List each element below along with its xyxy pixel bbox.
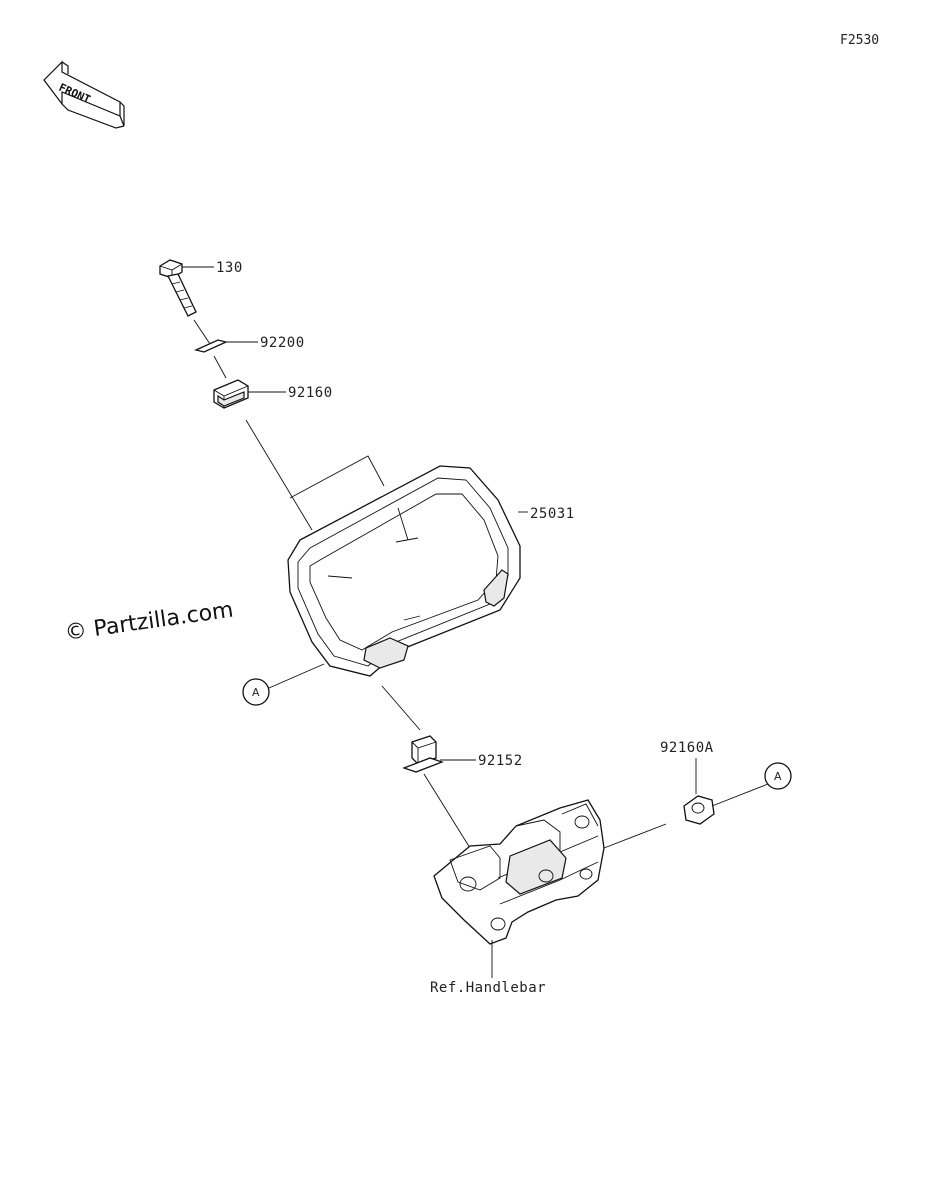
callout-a-left <box>242 663 325 706</box>
meter-25031 <box>287 465 528 677</box>
callout-a-left-letter: A <box>252 686 260 699</box>
reference-label: Ref.Handlebar <box>430 980 546 996</box>
front-arrow-icon: FRONT <box>43 60 125 129</box>
part-label-92200: 92200 <box>260 335 305 351</box>
bolt-130 <box>159 259 214 317</box>
part-label-92160: 92160 <box>288 385 333 401</box>
watermark-text: © Partzilla.com <box>63 598 235 646</box>
grommet-92160 <box>213 379 286 409</box>
callout-a-right <box>764 762 792 790</box>
part-label-25031: 25031 <box>530 506 575 522</box>
diagram-code: F2530 <box>840 33 879 48</box>
callout-a-right-letter: A <box>774 770 782 783</box>
collar-92152 <box>402 735 476 773</box>
handlebar-holder <box>433 799 667 978</box>
part-label-92152: 92152 <box>478 753 523 769</box>
damper-92160a <box>683 758 769 825</box>
washer-92200 <box>194 339 258 353</box>
part-label-92160a: 92160A <box>660 740 714 756</box>
part-label-130: 130 <box>216 260 243 276</box>
